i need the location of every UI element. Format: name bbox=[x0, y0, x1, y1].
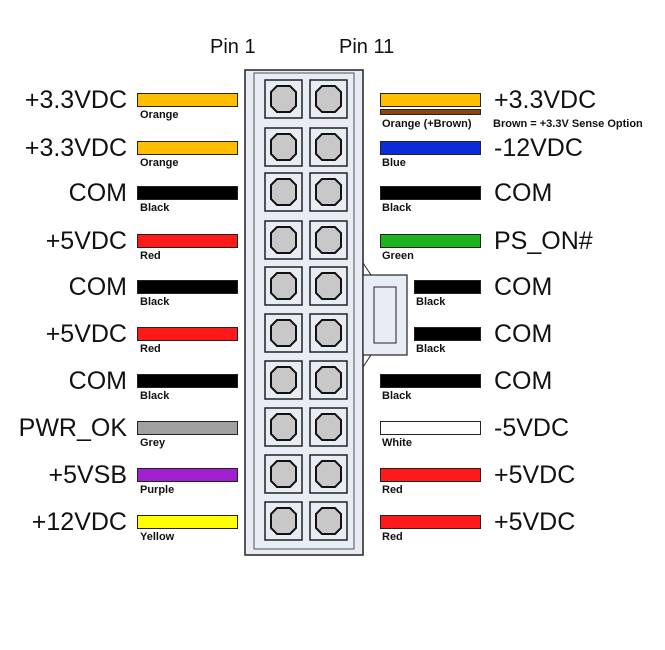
left-signal-label: PWR_OK bbox=[18, 414, 127, 442]
right-wire bbox=[414, 327, 481, 341]
right-signal-label: +5VDC bbox=[494, 508, 576, 536]
pin-cell-left-5 bbox=[264, 266, 303, 306]
right-signal-label: +3.3VDC bbox=[494, 86, 597, 114]
left-signal-label: +3.3VDC bbox=[24, 134, 127, 162]
left-wire bbox=[137, 234, 238, 248]
right-wire bbox=[414, 280, 481, 294]
right-wire-color-label: Red bbox=[382, 531, 403, 543]
right-wire-color-label: White bbox=[382, 437, 412, 449]
right-signal-label: +5VDC bbox=[494, 461, 576, 489]
right-wire-color-label: Black bbox=[382, 390, 412, 402]
right-wire-color-label: Blue bbox=[382, 157, 406, 169]
left-signal-label: COM bbox=[68, 367, 127, 395]
pin-cell-left-7 bbox=[264, 360, 303, 400]
pin-cell-right-1 bbox=[309, 79, 348, 119]
right-signal-label: COM bbox=[494, 273, 553, 301]
left-wire-color-label: Purple bbox=[140, 484, 175, 496]
right-signal-label: -5VDC bbox=[494, 414, 570, 442]
left-signal-label: +5VDC bbox=[45, 320, 127, 348]
pin-cell-right-6 bbox=[309, 313, 348, 353]
right-wire-color-label: Red bbox=[382, 484, 403, 496]
left-wire-color-label: Black bbox=[140, 296, 170, 308]
pin11-label: Pin 11 bbox=[339, 36, 395, 58]
right-wire-color-label: Black bbox=[416, 343, 446, 355]
pin-cell-right-10 bbox=[309, 501, 348, 541]
pin-cell-left-1 bbox=[264, 79, 303, 119]
left-signal-label: +3.3VDC bbox=[24, 86, 127, 114]
right-wire-color-label: Black bbox=[416, 296, 446, 308]
connector-inner-border bbox=[253, 72, 355, 550]
right-wire bbox=[380, 141, 481, 155]
pin-cell-left-4 bbox=[264, 220, 303, 260]
left-signal-label: +5VSB bbox=[48, 461, 127, 489]
right-signal-label: PS_ON# bbox=[494, 227, 593, 255]
sense-wire-strip bbox=[380, 109, 481, 115]
right-wire-color-label: Black bbox=[382, 202, 412, 214]
right-signal-label: COM bbox=[494, 320, 553, 348]
right-wire bbox=[380, 468, 481, 482]
right-signal-label: COM bbox=[494, 179, 553, 207]
left-wire-color-label: Orange bbox=[140, 157, 179, 169]
pin-cell-left-10 bbox=[264, 501, 303, 541]
right-wire-color-label: Orange (+Brown) bbox=[382, 118, 472, 130]
pin-cell-right-7 bbox=[309, 360, 348, 400]
left-signal-label: COM bbox=[68, 273, 127, 301]
right-wire bbox=[380, 374, 481, 388]
connector-latch bbox=[362, 262, 408, 368]
right-wire bbox=[380, 186, 481, 200]
right-wire bbox=[380, 234, 481, 248]
sense-option-note: Brown = +3.3V Sense Option bbox=[493, 118, 643, 130]
pin1-label: Pin 1 bbox=[210, 36, 256, 58]
right-signal-label: -12VDC bbox=[494, 134, 583, 162]
pin-cell-left-9 bbox=[264, 454, 303, 494]
left-wire-color-label: Yellow bbox=[140, 531, 175, 543]
left-wire bbox=[137, 141, 238, 155]
left-wire bbox=[137, 421, 238, 435]
right-wire-color-label: Green bbox=[382, 250, 414, 262]
pin-cell-right-8 bbox=[309, 407, 348, 447]
pin-cell-left-2 bbox=[264, 127, 303, 167]
left-wire bbox=[137, 515, 238, 529]
left-signal-label: +5VDC bbox=[45, 227, 127, 255]
pin-cell-right-5 bbox=[309, 266, 348, 306]
left-wire-color-label: Red bbox=[140, 343, 161, 355]
right-wire bbox=[380, 93, 481, 107]
pin-cell-left-3 bbox=[264, 172, 303, 212]
left-signal-label: COM bbox=[68, 179, 127, 207]
left-wire bbox=[137, 374, 238, 388]
pin-cell-right-3 bbox=[309, 172, 348, 212]
left-wire bbox=[137, 468, 238, 482]
right-wire bbox=[380, 515, 481, 529]
left-wire-color-label: Red bbox=[140, 250, 161, 262]
right-signal-label: COM bbox=[494, 367, 553, 395]
left-signal-label: +12VDC bbox=[31, 508, 127, 536]
left-wire-color-label: Orange bbox=[140, 109, 179, 121]
right-wire bbox=[380, 421, 481, 435]
left-wire bbox=[137, 186, 238, 200]
left-wire-color-label: Black bbox=[140, 202, 170, 214]
pin-cell-right-2 bbox=[309, 127, 348, 167]
pin-cell-left-8 bbox=[264, 407, 303, 447]
left-wire-color-label: Grey bbox=[140, 437, 166, 449]
pin-cell-right-4 bbox=[309, 220, 348, 260]
left-wire bbox=[137, 280, 238, 294]
pin-cell-right-9 bbox=[309, 454, 348, 494]
pin-cell-left-6 bbox=[264, 313, 303, 353]
left-wire bbox=[137, 93, 238, 107]
left-wire bbox=[137, 327, 238, 341]
left-wire-color-label: Black bbox=[140, 390, 170, 402]
